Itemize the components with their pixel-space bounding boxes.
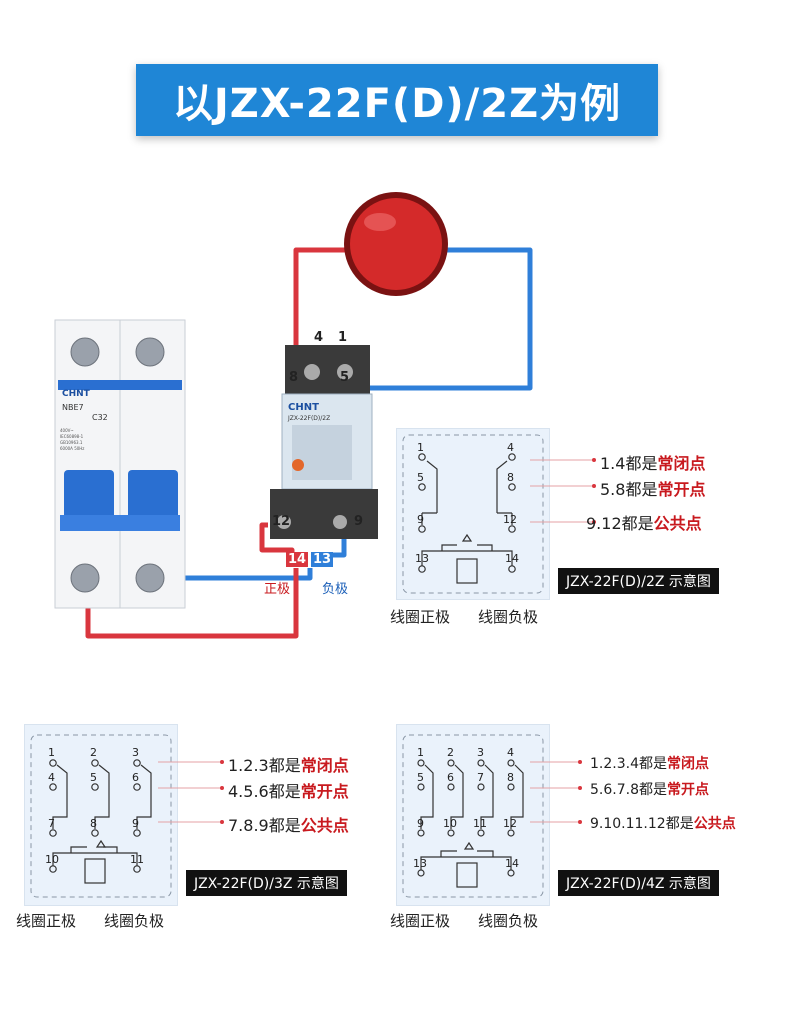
terminal-1: 1 — [338, 330, 348, 345]
terminal-12: 12 — [272, 514, 291, 529]
schem3-label-nc: 1.2.3都是常闭点 — [228, 756, 349, 775]
schematic-3z-leaders — [158, 760, 224, 824]
breaker-spec-1: 400V~ — [60, 428, 74, 433]
schematic-4z-panel: 1 2 3 4 5 6 7 8 9 10 11 12 13 14 — [396, 724, 550, 906]
schem3-num-5: 5 — [90, 771, 97, 784]
schem3-coil-negative: 线圈负极 — [104, 912, 165, 930]
schem2-num-1: 1 — [417, 441, 424, 454]
schem4-num-10: 10 — [443, 817, 457, 830]
schem2-num-8: 8 — [507, 471, 514, 484]
schem3-num-7: 7 — [48, 817, 55, 830]
terminal-5: 5 — [340, 370, 350, 385]
schem3-num-8: 8 — [90, 817, 97, 830]
schematic-2z-panel: 1 4 5 8 9 12 13 14 — [396, 428, 550, 600]
schem4-caption: JZX-22F(D)/4Z 示意图 — [558, 870, 719, 896]
terminal-13: 13 — [311, 552, 334, 567]
schem3-num-9: 9 — [132, 817, 139, 830]
schem4-num-5: 5 — [417, 771, 424, 784]
schem2-coil-negative: 线圈负极 — [478, 608, 539, 626]
breaker-rating: C32 — [92, 413, 108, 422]
title-banner: 以JZX-22F(D)/2Z为例 — [136, 64, 658, 136]
schem3-caption: JZX-22F(D)/3Z 示意图 — [186, 870, 347, 896]
schem2-num-13: 13 — [415, 552, 429, 565]
schem2-num-5: 5 — [417, 471, 424, 484]
schem3-num-3: 3 — [132, 746, 139, 759]
schem4-num-4: 4 — [507, 746, 514, 759]
breaker-spec-3: GB10963.1 — [60, 440, 83, 445]
schematic-3z-panel: 1 2 3 4 5 6 7 8 9 10 11 — [24, 724, 178, 906]
schem4-label-com: 9.10.11.12都是公共点 — [590, 816, 736, 832]
schem2-caption: JZX-22F(D)/2Z 示意图 — [558, 568, 719, 594]
schem2-num-9: 9 — [417, 513, 424, 526]
schem4-num-9: 9 — [417, 817, 424, 830]
schem4-num-7: 7 — [477, 771, 484, 784]
blue-wire-lamp — [340, 247, 533, 391]
schem3-num-10: 10 — [45, 853, 59, 866]
schem4-num-14: 14 — [505, 857, 519, 870]
blue-wire-breaker — [150, 568, 313, 581]
schem4-coil-positive: 线圈正极 — [390, 912, 451, 930]
schem4-num-6: 6 — [447, 771, 454, 784]
schem4-label-nc: 1.2.3.4都是常闭点 — [590, 756, 709, 772]
schem3-num-4: 4 — [48, 771, 55, 784]
schem2-num-14: 14 — [505, 552, 519, 565]
terminal-9: 9 — [354, 514, 364, 529]
schematic-3z: 1 2 3 4 5 6 7 8 9 10 11 — [30, 734, 172, 898]
terminal-8: 8 — [289, 370, 299, 385]
schem4-num-8: 8 — [507, 771, 514, 784]
schem2-label-no: 5.8都是常开点 — [600, 480, 706, 499]
schem4-num-11: 11 — [473, 817, 487, 830]
schem2-coil-positive: 线圈正极 — [390, 608, 451, 626]
terminal-4: 4 — [314, 330, 324, 345]
schem3-num-11: 11 — [130, 853, 144, 866]
schem2-label-nc: 1.4都是常闭点 — [600, 454, 706, 473]
coil-positive-tag: 正极 — [264, 582, 291, 597]
breaker-model: NBE7 — [62, 403, 84, 412]
schem4-label-no: 5.6.7.8都是常开点 — [590, 782, 709, 798]
schem4-num-3: 3 — [477, 746, 484, 759]
schem3-num-6: 6 — [132, 771, 139, 784]
schem4-num-1: 1 — [417, 746, 424, 759]
schematic-2z-leaders — [530, 458, 596, 524]
terminal-14: 14 — [286, 552, 309, 567]
schem3-coil-positive: 线圈正极 — [16, 912, 77, 930]
schem4-num-2: 2 — [447, 746, 454, 759]
breaker-spec-2: IEC60898-1 — [60, 434, 84, 439]
schematic-4z-leaders — [530, 760, 582, 824]
schem2-num-4: 4 — [507, 441, 514, 454]
schem3-num-2: 2 — [90, 746, 97, 759]
schem3-label-com: 7.8.9都是公共点 — [228, 816, 349, 835]
schem3-num-1: 1 — [48, 746, 55, 759]
schem2-num-12: 12 — [503, 513, 517, 526]
relay: CHNT JZX-22F(D)/2Z — [270, 345, 378, 539]
breaker-brand: CHNT — [62, 389, 91, 399]
schematic-4z: 1 2 3 4 5 6 7 8 9 10 11 12 13 14 — [402, 734, 544, 898]
schem4-num-12: 12 — [503, 817, 517, 830]
schematic-2z: 1 4 5 8 9 12 13 14 — [402, 434, 544, 594]
breaker-spec-4: 6000A 50Hz — [60, 446, 84, 451]
relay-brand: CHNT — [288, 402, 319, 413]
schem4-num-13: 13 — [413, 857, 427, 870]
coil-negative-tag: 负极 — [322, 582, 349, 597]
red-wire-lamp — [293, 247, 355, 378]
circuit-breaker: CHNT NBE7 C32 400V~ IEC60898-1 GB10963.1… — [54, 319, 186, 609]
relay-model: JZX-22F(D)/2Z — [287, 415, 330, 422]
page-title: 以JZX-22F(D)/2Z为例 — [172, 81, 622, 127]
schem2-label-com: 9.12都是公共点 — [586, 514, 702, 533]
indicator-lamp — [344, 192, 448, 296]
schem3-label-no: 4.5.6都是常开点 — [228, 782, 349, 801]
schem4-coil-negative: 线圈负极 — [478, 912, 539, 930]
